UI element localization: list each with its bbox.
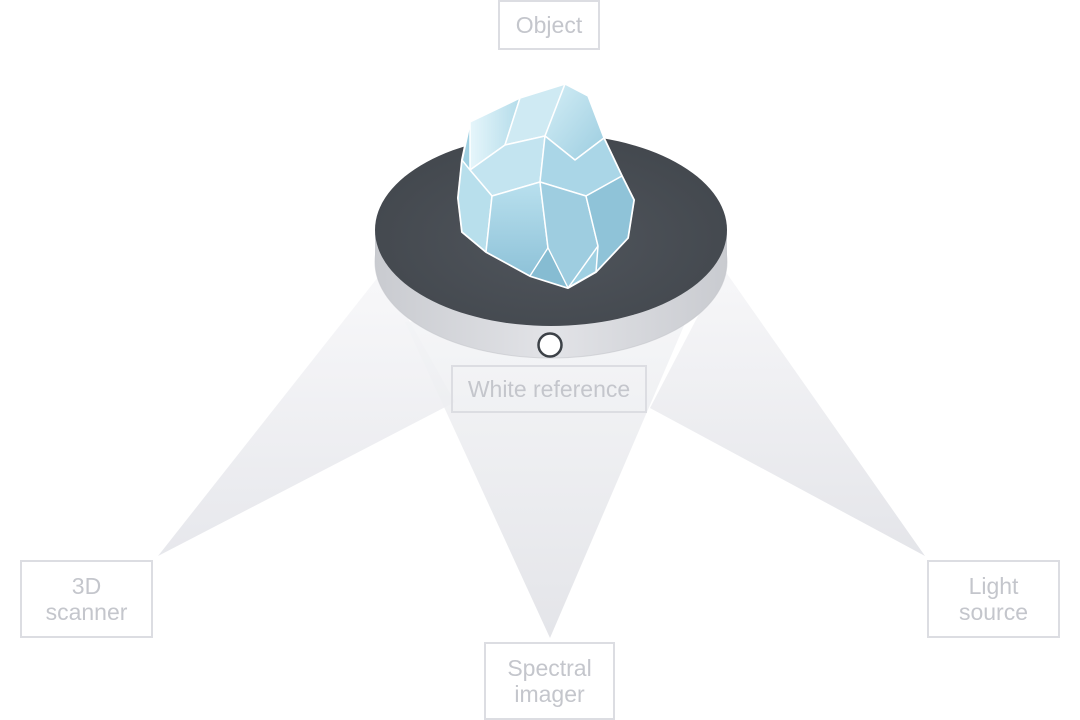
spectral-imager-label-line-2: imager	[514, 681, 585, 707]
white-reference-label: White reference	[451, 365, 647, 413]
3d-scanner-label: 3D scanner	[20, 560, 153, 638]
3d-scanner-label-line-2: scanner	[45, 599, 128, 625]
light-source-label: Light source	[927, 560, 1060, 638]
crystal-rock-icon	[457, 83, 635, 289]
object-label: Object	[498, 0, 600, 50]
object-label-text: Object	[515, 12, 583, 38]
light-source-label-line-2: source	[958, 599, 1029, 625]
3d-scanner-label-line-1: 3D	[71, 573, 102, 599]
white-reference-label-text: White reference	[467, 376, 631, 402]
light-source-label-line-1: Light	[968, 573, 1019, 599]
spectral-imager-beam	[405, 300, 695, 638]
white-reference-dot-icon	[537, 332, 563, 358]
spectral-imager-label: Spectral imager	[484, 642, 615, 720]
scanner-beam	[158, 272, 455, 556]
spectral-imager-label-line-1: Spectral	[507, 655, 592, 681]
light-source-beam	[650, 268, 925, 556]
